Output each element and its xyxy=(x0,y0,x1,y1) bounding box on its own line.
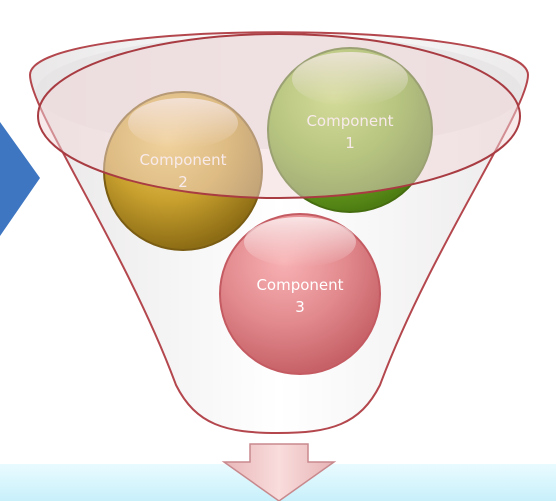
component-3-label-line-1: Component xyxy=(256,276,343,294)
input-arrow-icon xyxy=(0,122,40,236)
component-3-circle: Component 3 xyxy=(219,213,381,375)
component-3-label-line-2: 3 xyxy=(295,298,305,316)
output-arrow-icon xyxy=(221,443,337,501)
funnel-top-opening xyxy=(37,33,521,199)
